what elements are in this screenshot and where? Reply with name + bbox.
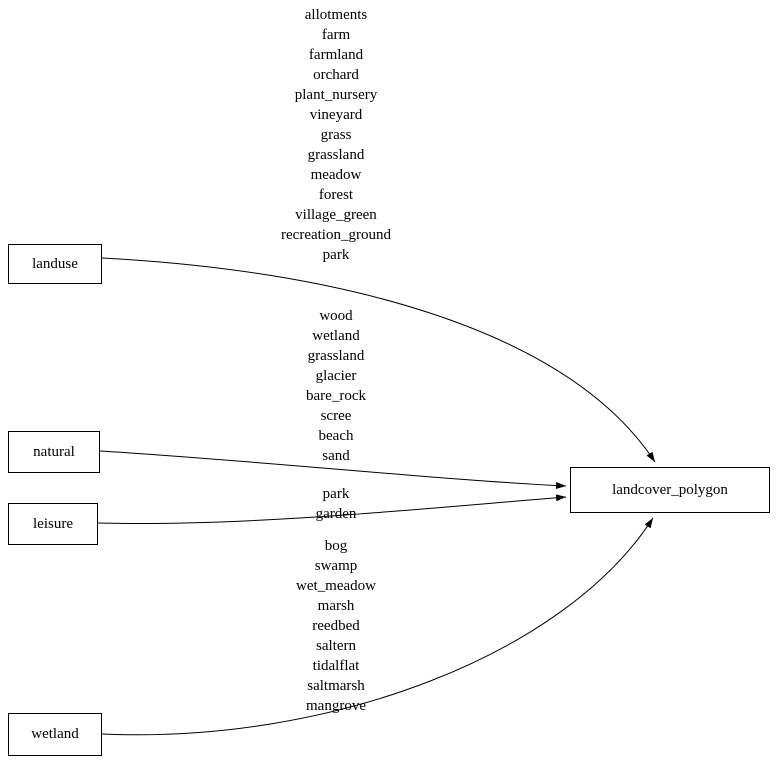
node-leisure: leisure [8, 503, 98, 545]
edge-label-natural-values: wood wetland grassland glacier bare_rock… [306, 308, 366, 464]
edge-label-wetland-values: bog swamp wet_meadow marsh reedbed salte… [296, 538, 376, 714]
node-wetland: wetland [8, 713, 102, 756]
edge-wetland-to-landcover [101, 517, 654, 736]
node-natural: natural [8, 431, 100, 473]
edge-natural-to-landcover [99, 450, 567, 490]
edge-label-leisure-values: park garden [315, 486, 357, 522]
edge-landuse-to-landcover [101, 257, 656, 463]
node-landuse: landuse [8, 244, 102, 284]
edge-label-landuse-values: allotments farm farmland orchard plant_n… [281, 7, 391, 263]
node-landcover-polygon: landcover_polygon [570, 467, 770, 513]
edge-leisure-to-landcover [97, 494, 567, 525]
